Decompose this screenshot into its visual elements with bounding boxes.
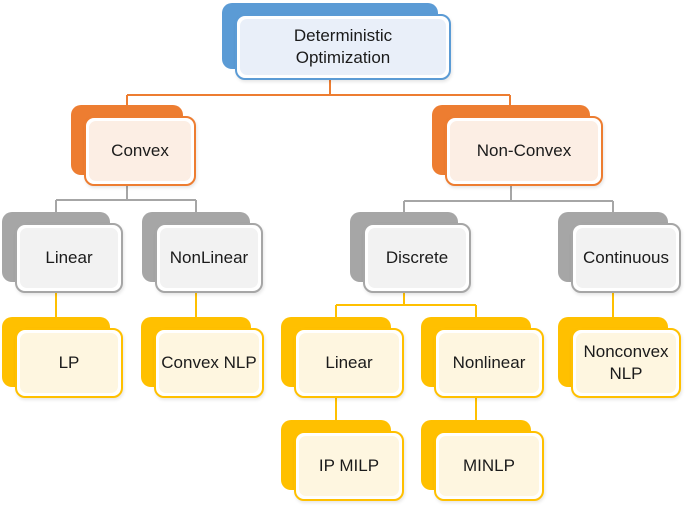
node-card: Linear	[294, 328, 404, 398]
node-card-fill: MINLP	[439, 436, 539, 496]
node-card: LP	[15, 328, 123, 398]
node-convex: Convex	[71, 105, 196, 186]
node-ip-milp: IP MILP	[281, 420, 404, 501]
node-nonlinear-convex: NonLinear	[142, 212, 263, 293]
node-label: Nonlinear	[452, 353, 526, 373]
node-card: MINLP	[434, 431, 544, 501]
node-card: Convex NLP	[154, 328, 264, 398]
node-label: NonLinear	[169, 248, 249, 268]
node-card: Non-Convex	[445, 116, 603, 186]
connector-convex-to-children	[55, 186, 197, 218]
node-card-fill: Convex	[89, 121, 191, 181]
node-card-fill: Discrete	[368, 228, 466, 288]
node-card-fill: Linear	[20, 228, 118, 288]
node-label: Continuous	[582, 248, 669, 268]
node-label: Convex NLP	[161, 353, 257, 373]
node-card: Nonlinear	[434, 328, 544, 398]
node-nonconvex-nlp: Nonconvex NLP	[558, 317, 681, 398]
node-card-fill: Nonconvex NLP	[576, 333, 676, 393]
node-card: Nonconvex NLP	[571, 328, 681, 398]
node-non-convex: Non-Convex	[432, 105, 603, 186]
node-card: IP MILP	[294, 431, 404, 501]
node-linear-discrete: Linear	[281, 317, 404, 398]
node-continuous: Continuous	[558, 212, 681, 293]
node-card: Linear	[15, 223, 123, 293]
node-nonlinear-discrete: Nonlinear	[421, 317, 544, 398]
node-card-fill: NonLinear	[160, 228, 258, 288]
node-label: MINLP	[463, 456, 515, 476]
node-label: Discrete	[385, 248, 449, 268]
node-lp: LP	[2, 317, 123, 398]
node-label: Linear	[325, 353, 373, 373]
node-label: LP	[58, 353, 80, 373]
node-label: Deterministic Optimization	[293, 26, 393, 67]
node-label: Nonconvex NLP	[583, 342, 669, 383]
node-label: IP MILP	[318, 456, 380, 476]
connector-nonconvex-to-children	[403, 186, 614, 218]
node-discrete: Discrete	[350, 212, 471, 293]
node-convex-nlp: Convex NLP	[141, 317, 264, 398]
node-linear-convex: Linear	[2, 212, 123, 293]
node-card-fill: LP	[20, 333, 118, 393]
node-label: Non-Convex	[476, 141, 572, 161]
node-card-fill: Nonlinear	[439, 333, 539, 393]
node-card-fill: Non-Convex	[450, 121, 598, 181]
node-card: Deterministic Optimization	[235, 14, 451, 80]
connector-discrete-to-children	[335, 293, 477, 323]
node-deterministic-optimization: Deterministic Optimization	[222, 3, 451, 80]
node-card-fill: Continuous	[576, 228, 676, 288]
node-card-fill: Linear	[299, 333, 399, 393]
node-card: NonLinear	[155, 223, 263, 293]
node-card-fill: IP MILP	[299, 436, 399, 496]
node-card: Convex	[84, 116, 196, 186]
connector-root-to-level2	[126, 80, 511, 112]
node-label: Convex	[111, 141, 169, 161]
node-card-fill: Deterministic Optimization	[240, 19, 446, 75]
node-card: Continuous	[571, 223, 681, 293]
node-card-fill: Convex NLP	[159, 333, 259, 393]
node-minlp: MINLP	[421, 420, 544, 501]
node-label: Linear	[45, 248, 93, 268]
node-card: Discrete	[363, 223, 471, 293]
